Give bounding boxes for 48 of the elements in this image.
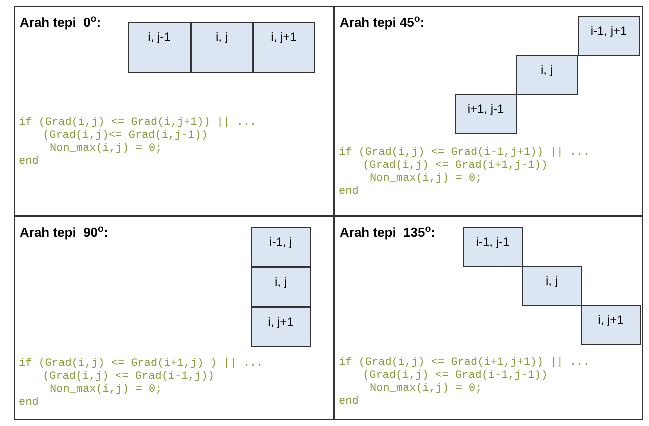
code-line: (Grad(i,j) <= Grad(i+1,j-1)) bbox=[362, 160, 548, 173]
code-line: if (Grad(i,j) <= Grad(i-1,j+1)) || ... bbox=[339, 147, 590, 160]
grid-cell bbox=[191, 22, 253, 73]
cell-label: i-1, j-1 bbox=[476, 234, 510, 251]
grid-cell bbox=[251, 227, 311, 267]
grid-cell bbox=[251, 267, 311, 307]
code-line: (Grad(i,j) <= Grad(i-1,j)) bbox=[42, 371, 215, 384]
cell-label: i+1, j-1 bbox=[468, 101, 504, 118]
cell-label: i-1, j bbox=[270, 234, 292, 251]
code-line: Non_max(i,j) = 0; bbox=[49, 143, 162, 156]
grid-cell bbox=[581, 305, 641, 345]
panel-heading: Arah tepi 90$^{o}$: bbox=[20, 223, 108, 242]
code-line: (Grad(i,j) <= Grad(i-1,j-1)) bbox=[362, 370, 548, 383]
cell-label: i, j+1 bbox=[271, 29, 297, 46]
panel-heading: Arah tepi 135$^{o}$: bbox=[340, 223, 436, 242]
code-line: end bbox=[339, 396, 359, 409]
code-line: end bbox=[19, 397, 39, 410]
cell-label: i, j bbox=[541, 62, 553, 79]
grid-cell bbox=[251, 307, 311, 347]
panel-heading: Arah tepi 45$^{o}$: bbox=[340, 13, 425, 32]
code-line: if (Grad(i,j) <= Grad(i+1,j+1)) || ... bbox=[339, 357, 590, 370]
grid-cell bbox=[516, 55, 578, 95]
code-line: if (Grad(i,j) <= Grad(i,j+1)) || ... bbox=[19, 117, 257, 130]
cell-label: i, j-1 bbox=[148, 29, 171, 46]
cell-label: i, j+1 bbox=[268, 314, 294, 331]
panel bbox=[334, 216, 643, 420]
cell-label: i, j bbox=[216, 29, 228, 46]
panel bbox=[14, 6, 334, 216]
cell-label: i, j bbox=[546, 273, 558, 290]
code-line: end bbox=[339, 186, 359, 199]
code-line: (Grad(i,j)<= Grad(i,j-1)) bbox=[42, 130, 208, 143]
grid-cell bbox=[128, 22, 191, 73]
grid-cell bbox=[463, 227, 523, 267]
code-line: end bbox=[19, 156, 39, 169]
panel-heading: Arah tepi 0$^{o}$: bbox=[20, 13, 102, 32]
cell-label: i-1, j+1 bbox=[590, 23, 628, 40]
code-line: Non_max(i,j) = 0; bbox=[49, 384, 162, 397]
grid-cell bbox=[253, 22, 315, 73]
code-line: if (Grad(i,j) <= Grad(i+1,j) ) || ... bbox=[19, 358, 264, 371]
grid-cell bbox=[522, 266, 582, 306]
panel bbox=[334, 6, 643, 216]
cell-label: i, j+1 bbox=[598, 312, 624, 329]
grid-cell bbox=[578, 16, 640, 56]
cell-label: i, j bbox=[275, 274, 287, 291]
code-line: Non_max(i,j) = 0; bbox=[369, 383, 482, 396]
panel bbox=[14, 216, 334, 420]
grid-cell bbox=[455, 94, 517, 134]
code-line: Non_max(i,j) = 0; bbox=[369, 173, 482, 186]
